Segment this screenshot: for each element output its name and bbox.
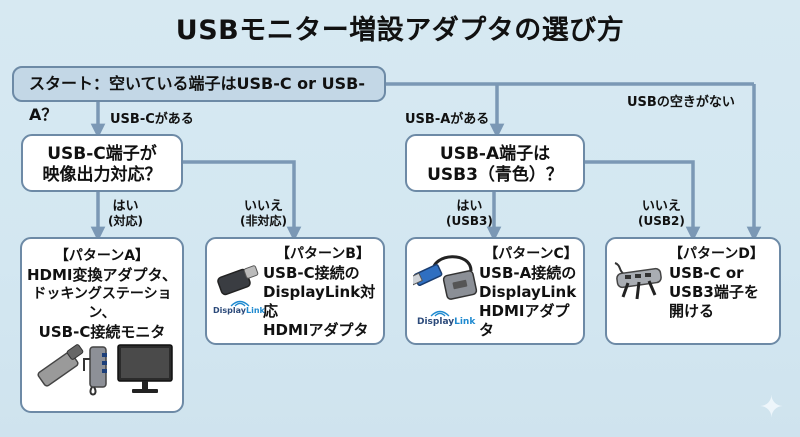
- displaylink-logo: DisplayLink: [213, 306, 265, 315]
- answer-q2-yes: はい (USB3): [446, 199, 493, 229]
- usb-hub-unplug-icon: [614, 262, 662, 300]
- pattern-d-line: 開ける: [669, 302, 715, 320]
- usb-a-hdmi-adapter-icon: [413, 255, 478, 300]
- pattern-c-line: DisplayLink: [479, 283, 577, 301]
- answer-main: いいえ: [641, 199, 681, 214]
- question-usbc-video: USB-C端子が 映像出力対応？: [21, 134, 183, 192]
- pattern-a-title: 【パターンA】: [54, 248, 150, 264]
- logo-text: Display: [213, 306, 246, 315]
- usb-hub-icon: [83, 346, 107, 396]
- page-title: USBモニター増設アダプタの選び方: [175, 15, 625, 46]
- answer-sub: (USB2): [638, 214, 685, 228]
- answer-q1-yes: はい (対応): [108, 199, 143, 229]
- pattern-b-line: USB-C接続の: [263, 264, 360, 282]
- start-text: スタート：空いている端子はUSB-C or USB-A？: [29, 74, 365, 124]
- pattern-b-line: DisplayLink対応: [263, 283, 376, 320]
- answer-sub: (非対応): [240, 214, 287, 228]
- pattern-a-devices-icon: [37, 344, 173, 396]
- question-line: 映像出力対応？: [42, 165, 162, 185]
- displaylink-logo: DisplayLink: [417, 317, 475, 327]
- answer-main: いいえ: [243, 199, 283, 214]
- answer-sub: (USB3): [446, 214, 493, 228]
- logo-text: Link: [454, 317, 476, 327]
- pattern-d-card: 【パターンD】 USB-C or USB3端子を 開ける: [605, 237, 781, 345]
- monitor-icon: [117, 344, 173, 393]
- branch-label-usba: USB-Aがある: [405, 112, 490, 127]
- branch-label-usbc: USB-Cがある: [110, 112, 194, 127]
- pattern-a-line: ドッキングステーション、: [32, 286, 172, 321]
- pattern-a-line: HDMI変換アダプタ、: [26, 266, 178, 284]
- pattern-a-card: 【パターンA】 HDMI変換アダプタ、 ドッキングステーション、 USB-C接続…: [20, 237, 184, 413]
- pattern-d-title: 【パターンD】: [669, 246, 764, 262]
- answer-sub: (対応): [108, 214, 143, 228]
- pattern-d-text: 【パターンD】 USB-C or USB3端子を 開ける: [669, 245, 764, 321]
- pattern-b-line: HDMIアダプタ: [263, 321, 369, 339]
- branch-label-no-usb: USBの空きがない: [627, 95, 735, 110]
- sparkle-icon: ✦: [758, 390, 784, 425]
- question-usba-usb3: USB-A端子は USB3（青色）？: [405, 134, 585, 192]
- pattern-d-line: USB3端子を: [669, 283, 759, 301]
- question-line: USB-C端子が: [47, 144, 157, 164]
- question-line: USB-A端子は: [439, 144, 551, 164]
- connector-q2-no: [585, 160, 701, 242]
- logo-text: Display: [417, 317, 455, 327]
- pattern-d-line: USB-C or: [669, 264, 744, 282]
- logo-text: Link: [245, 306, 265, 315]
- answer-main: はい: [456, 199, 483, 214]
- start-node: スタート：空いている端子はUSB-C or USB-A？: [12, 66, 386, 124]
- pattern-b-text: 【パターンB】 USB-C接続の DisplayLink対応 HDMIアダプタ: [263, 245, 383, 340]
- connector-q1-no: [183, 160, 302, 242]
- wifi-arc-icon: [230, 300, 250, 307]
- pattern-c-card: DisplayLink 【パターンC】 USB-A接続の DisplayLink…: [405, 237, 585, 345]
- hdmi-adapter-icon: [37, 344, 84, 387]
- pattern-c-text: 【パターンC】 USB-A接続の DisplayLink HDMIアダプタ: [479, 245, 583, 340]
- answer-main: はい: [112, 199, 139, 214]
- wifi-arc-icon: [430, 310, 450, 317]
- pattern-c-title: 【パターンC】: [484, 246, 578, 262]
- answer-q1-no: いいえ (非対応): [240, 199, 287, 229]
- usb-c-dongle-icon: [217, 265, 259, 296]
- pattern-b-card: DisplayLink 【パターンB】 USB-C接続の DisplayLink…: [205, 237, 385, 345]
- pattern-b-title: 【パターンB】: [276, 246, 370, 262]
- pattern-a-line: USB-C接続モニタ: [38, 323, 166, 341]
- answer-q2-no: いいえ (USB2): [638, 199, 685, 229]
- question-line: USB3（青色）？: [427, 165, 563, 185]
- pattern-c-line: HDMIアダプタ: [479, 302, 570, 339]
- pattern-c-line: USB-A接続の: [479, 264, 577, 282]
